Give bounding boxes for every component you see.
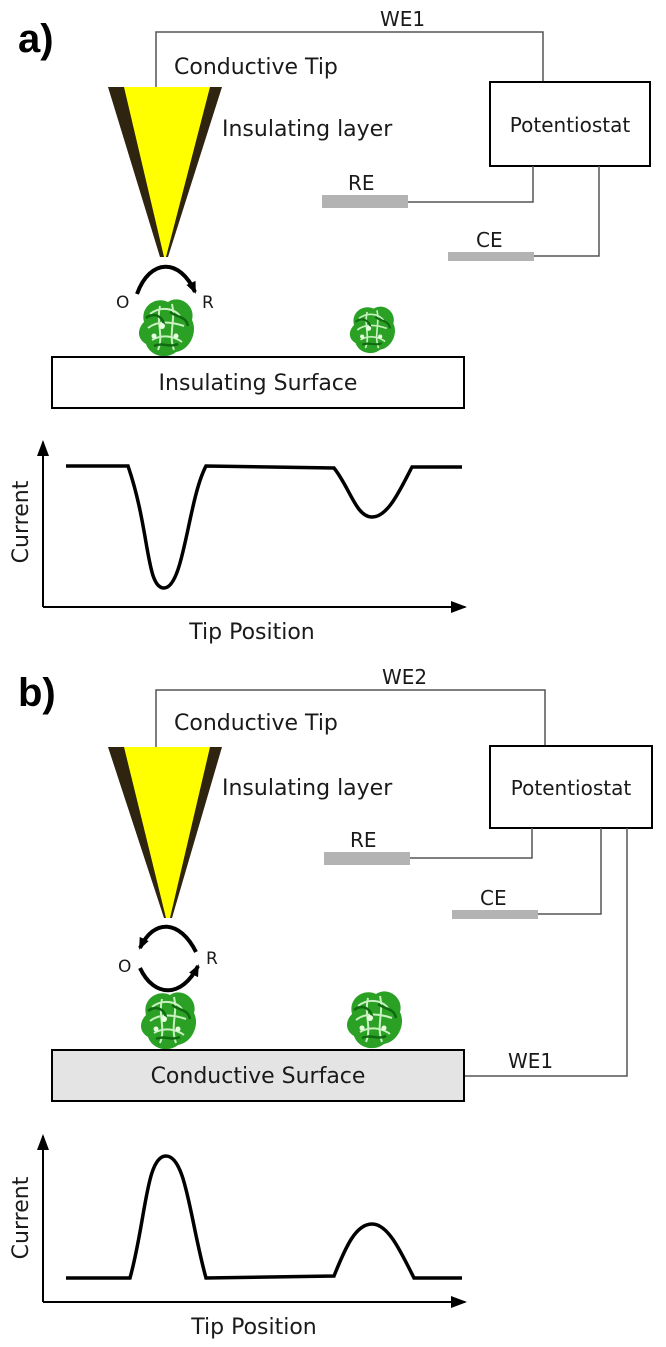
panel-b-we1-wire-label: WE1 (508, 1049, 553, 1073)
panel-a-o-label: O (116, 293, 129, 313)
panel-a-ce-wire (534, 166, 600, 257)
panel-b-surface-label: Conductive Surface (151, 1064, 366, 1089)
panel-a-tip-label: Conductive Tip (174, 55, 338, 80)
panel-a-potentiostat-label: Potentiostat (510, 113, 631, 137)
panel-a-counter-electrode (448, 252, 534, 261)
panel-a-we-wire (155, 31, 544, 87)
panel-b-we1-wire (464, 828, 628, 1077)
panel-b-y-axis-label: Current (9, 1176, 34, 1259)
panel-b-o-label: O (118, 957, 131, 977)
panel-b-reduction-arrow (138, 924, 198, 953)
panel-b-oxidation-arrow (138, 964, 200, 993)
panel-b-label: b) (18, 671, 56, 715)
panel-b-counter-electrode (452, 910, 538, 919)
panel-b-layer-label: Insulating layer (222, 776, 393, 801)
panel-a-insulating-surface (51, 356, 465, 409)
panel-a-layer-label: Insulating layer (222, 117, 393, 142)
panel-b-conductive-surface (51, 1049, 465, 1102)
panel-a: a) WE1 Conductive Tip Insulating layer P… (9, 7, 651, 645)
panel-a-r-label: R (202, 293, 214, 313)
panel-b-x-axis-label: Tip Position (190, 1315, 317, 1340)
panel-b-re-label: RE (350, 828, 377, 852)
panel-a-protein-1 (137, 298, 196, 358)
panel-a-label: a) (18, 17, 54, 61)
panel-a-re-label: RE (348, 171, 375, 195)
panel-b-protein-2 (345, 990, 404, 1050)
panel-b-potentiostat (489, 745, 653, 829)
panel-b-conductive-tip (124, 747, 210, 918)
panel-a-redox-arrow (135, 264, 197, 295)
panel-b-ce-wire (538, 828, 602, 915)
panel-a-conductive-tip (124, 87, 210, 257)
panel-b-reference-electrode (324, 852, 410, 865)
panel-a-y-axis-label: Current (9, 480, 34, 563)
panel-a-reference-electrode (322, 195, 408, 208)
panel-b-current-trace (66, 1154, 462, 1280)
panel-b-r-label: R (206, 949, 218, 969)
panel-b-ce-label: CE (480, 886, 507, 910)
panel-a-current-trace (66, 464, 462, 590)
panel-a-x-axis-label: Tip Position (188, 620, 315, 645)
panel-a-we-wire-label: WE1 (380, 7, 425, 31)
panel-a-surface-label: Insulating Surface (159, 371, 358, 396)
panel-b: b) WE2 Conductive Tip Insulating layer P… (9, 665, 653, 1340)
panel-b-tip-label: Conductive Tip (174, 711, 338, 736)
panel-a-re-wire (408, 166, 534, 203)
panel-a-protein-2 (348, 305, 396, 355)
panel-a-potentiostat (489, 81, 651, 167)
panel-b-we2-wire (155, 689, 546, 747)
panel-b-we2-wire-label: WE2 (382, 665, 427, 689)
panel-b-re-wire (410, 828, 533, 859)
panel-b-potentiostat-label: Potentiostat (511, 776, 632, 800)
panel-a-ce-label: CE (476, 228, 503, 252)
panel-b-protein-1 (139, 991, 198, 1051)
